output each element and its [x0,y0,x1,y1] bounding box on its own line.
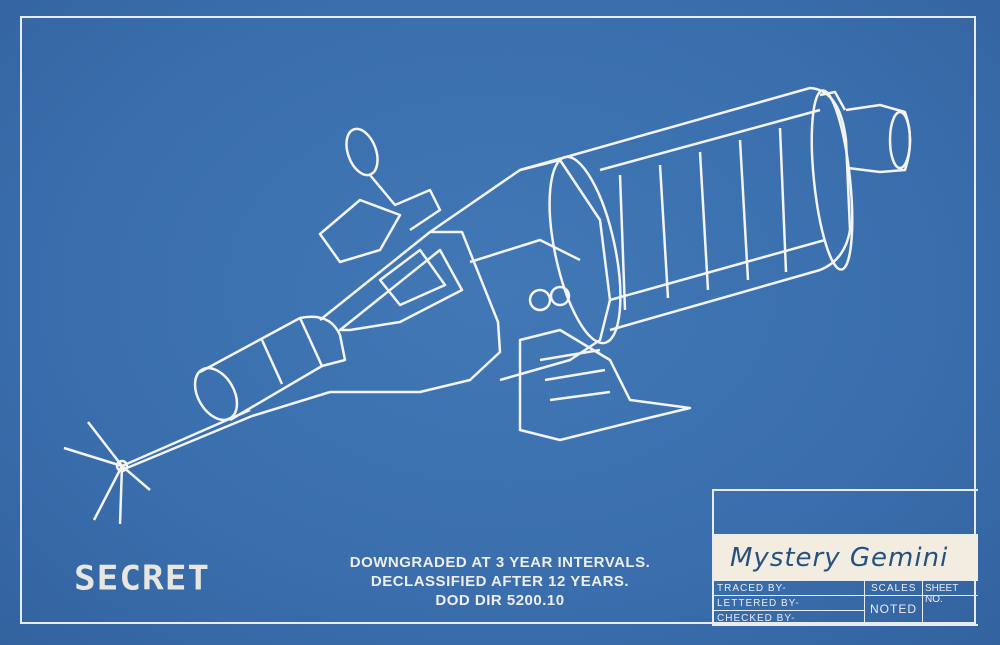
divider [714,610,864,611]
adapter-section [429,86,912,442]
declassified-line: DECLASSIFIED AFTER 12 YEARS. [370,573,630,590]
antenna-boom [63,408,253,525]
sheet-border [20,16,976,624]
scales-value: NOTED [870,602,917,616]
title-block: Mystery Gemini TRACED BY- LETTERED BY- C… [712,489,978,626]
lettered-by-label: LETTERED BY- [717,598,800,609]
capsule [251,127,502,418]
divider [714,595,978,596]
directive-line: DOD DIR 5200.10 [435,592,565,609]
divider [922,580,923,626]
reentry-nose [193,315,347,422]
traced-by-label: TRACED BY- [717,583,787,594]
divider [864,580,865,626]
scales-label: SCALES [871,583,917,594]
drawing-title: Mystery Gemini [714,536,978,580]
title-block-header [714,491,978,536]
secret-stamp: SECRET [74,559,211,598]
checked-by-label: CHECKED BY- [717,613,796,624]
declassification-stamp: DOWNGRADED AT 3 YEAR INTERVALS. DECLASSI… [320,553,680,610]
title-block-grid: TRACED BY- LETTERED BY- CHECKED BY- SCAL… [714,580,978,626]
downgrade-line: DOWNGRADED AT 3 YEAR INTERVALS. [349,554,651,571]
sheet-no-label: SHEET NO. [925,583,959,605]
divider [714,580,978,581]
